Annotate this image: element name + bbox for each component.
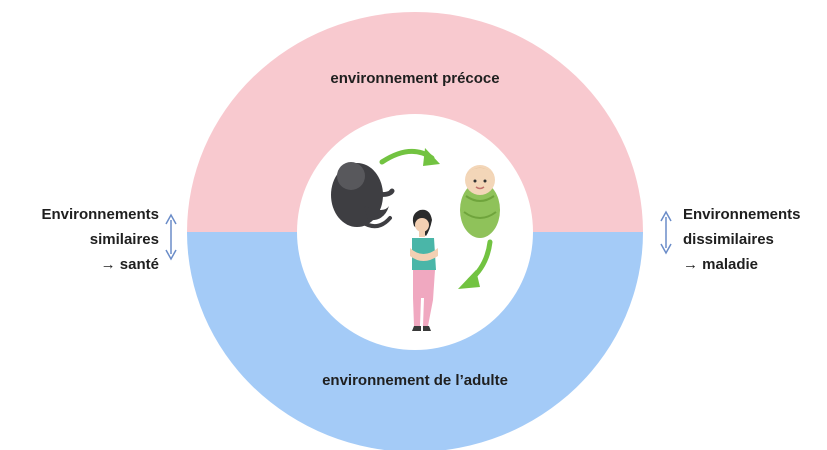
baby-icon (460, 165, 500, 238)
dissimilar-environments-line2: dissimilaires (683, 231, 774, 248)
double-arrow-icon (660, 210, 672, 255)
similar-environments-line3: → santé (100, 256, 159, 273)
early-environment-label: environnement précoce (330, 70, 500, 87)
cycle-arrow-icon (379, 148, 440, 166)
fetus-icon (331, 162, 395, 229)
cycle-arrow-icon (458, 239, 493, 289)
dissimilar-environments-line3: → maladie (683, 256, 759, 273)
adult-environment-label: environnement de l’adulte (322, 372, 508, 389)
similar-environments-text: Environnements similaires → santé (41, 202, 159, 277)
dissimilar-environments-line1: Environnements (683, 206, 801, 223)
woman-icon (410, 209, 438, 331)
dissimilar-environments-text: Environnements dissimilaires → maladie (683, 202, 801, 277)
double-arrow-icon (165, 213, 177, 261)
similar-environments-line2: similaires (89, 231, 159, 248)
similar-environments-line1: Environnements (41, 206, 159, 223)
